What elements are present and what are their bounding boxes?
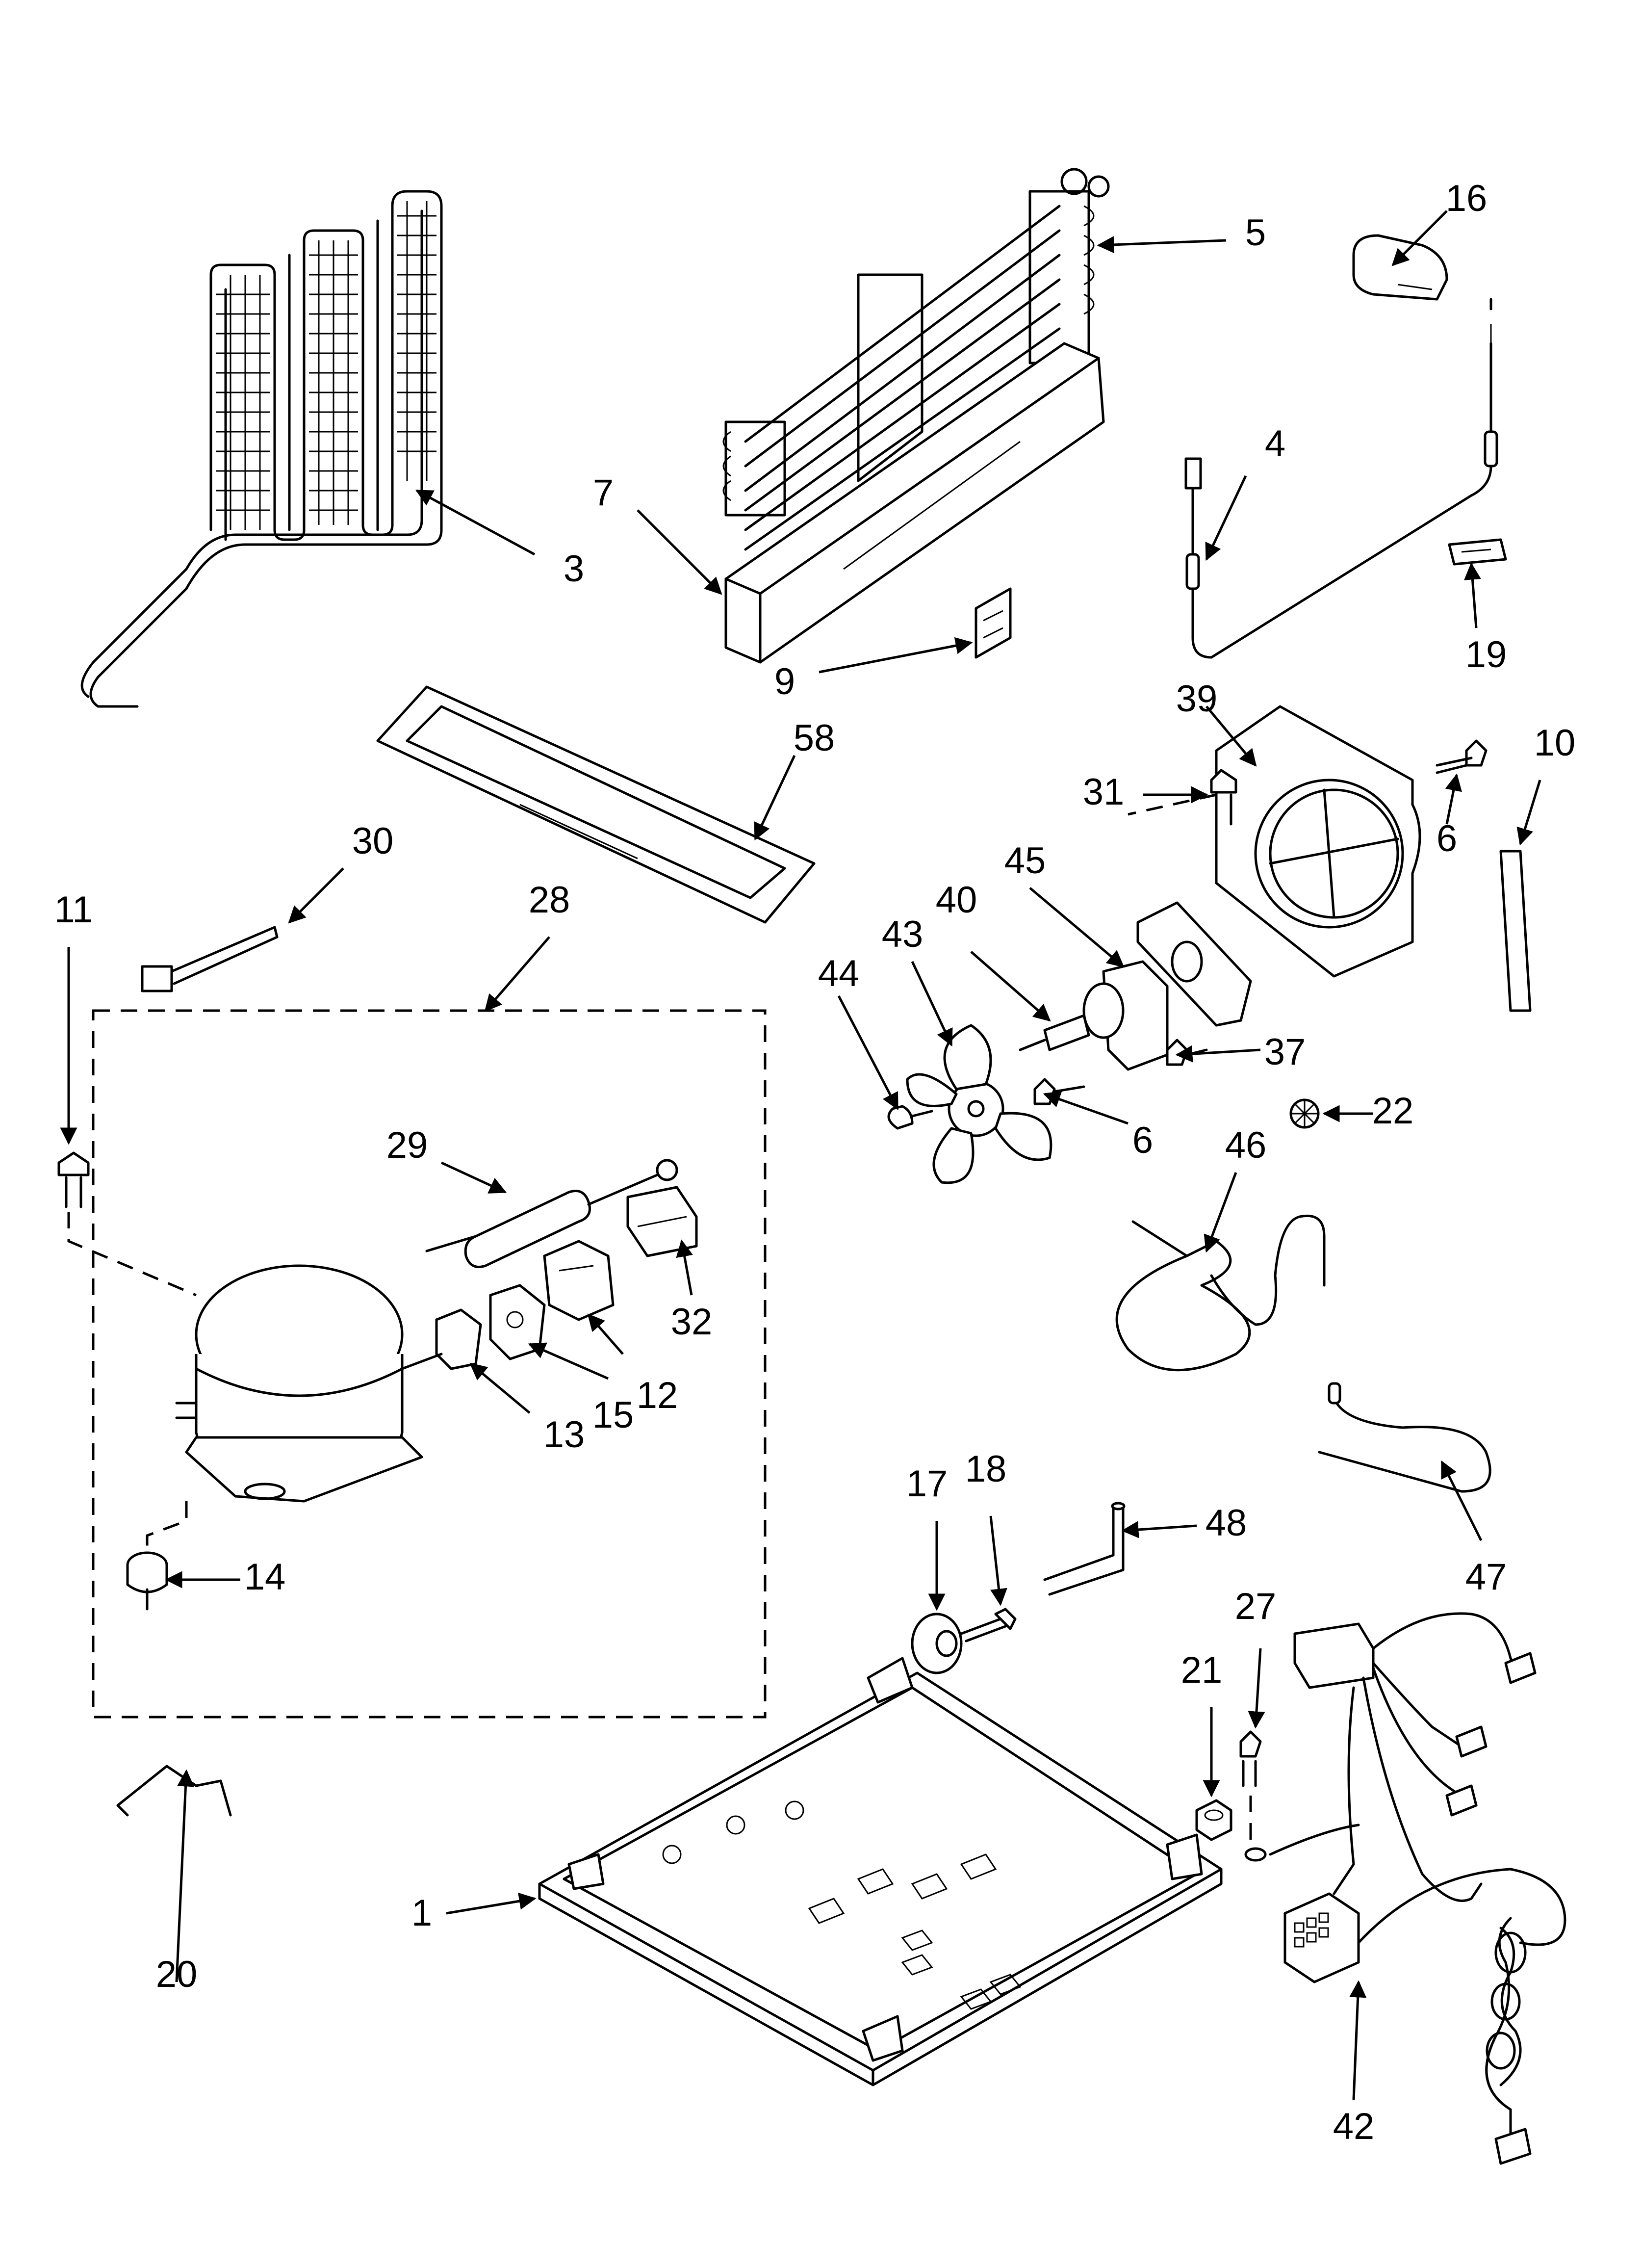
- grommet: [126, 1501, 188, 1611]
- callout-3: 3: [564, 548, 584, 590]
- callout-22: 22: [1372, 1090, 1414, 1132]
- compressor-assembly-box: [92, 1009, 767, 1719]
- callout-17: 17: [906, 1463, 948, 1505]
- callout-44: 44: [818, 953, 860, 994]
- callout-30: 30: [352, 820, 394, 862]
- screw-11: [57, 1151, 197, 1297]
- callout-19: 19: [1465, 634, 1507, 676]
- callout-7: 7: [593, 472, 614, 514]
- fan-grommet: [1289, 1098, 1320, 1129]
- fan-shroud: [1128, 705, 1421, 978]
- callout-1: 1: [411, 1892, 432, 1934]
- base-frame: [538, 1657, 1223, 2086]
- callout-14: 14: [244, 1556, 286, 1598]
- wire-harness: [1269, 1612, 1566, 2165]
- callout-43: 43: [882, 913, 924, 955]
- callout-20: 20: [156, 1954, 198, 1995]
- motor-mount-plate: [1136, 901, 1252, 1027]
- screw-31: [1210, 769, 1237, 826]
- terminal-cover: [435, 1308, 482, 1370]
- callout-10: 10: [1534, 722, 1576, 764]
- callout-4: 4: [1265, 423, 1285, 465]
- callout-labels: 3 4 5 7 9 16 19 58 39 31 6 10 45 40 43 4…: [54, 178, 1576, 2147]
- callout-32: 32: [671, 1301, 713, 1343]
- mounting-clip: [116, 1765, 232, 1817]
- callout-21: 21: [1181, 1649, 1223, 1691]
- callout-13: 13: [543, 1414, 585, 1456]
- fan-blade: [906, 1024, 1052, 1184]
- fan-retainer: [887, 1105, 933, 1130]
- overload-relay: [626, 1186, 698, 1257]
- callout-39: 39: [1176, 678, 1218, 720]
- tube-elbow: [1043, 1502, 1126, 1596]
- thermistor-cap: [1352, 234, 1448, 301]
- callout-6-top: 6: [1437, 818, 1457, 860]
- cable-tie: [141, 926, 279, 992]
- callout-31: 31: [1083, 771, 1125, 813]
- callout-5: 5: [1245, 212, 1266, 254]
- callout-46: 46: [1225, 1124, 1267, 1166]
- screw-6-top: [1436, 739, 1488, 774]
- callout-11: 11: [54, 889, 93, 931]
- roller: [911, 1613, 963, 1674]
- drain-pan: [376, 685, 816, 924]
- evaporator-drain-tray: [724, 342, 1105, 664]
- callout-16: 16: [1446, 178, 1488, 219]
- evaporator-clip: [975, 587, 1012, 659]
- callout-12: 12: [637, 1375, 678, 1416]
- callout-42: 42: [1333, 2106, 1375, 2147]
- leveling-nut: [1195, 1799, 1232, 1841]
- callout-58: 58: [794, 717, 835, 759]
- evaporator: [722, 168, 1110, 551]
- callout-40: 40: [936, 879, 977, 921]
- wire-clip: [1448, 538, 1507, 566]
- fan-motor: [1019, 960, 1169, 1071]
- callout-48: 48: [1206, 1502, 1247, 1544]
- callout-6-lower: 6: [1132, 1120, 1153, 1161]
- leader-lines: [60, 210, 1541, 2100]
- filter-drier: [425, 1159, 678, 1268]
- callout-45: 45: [1004, 840, 1046, 882]
- capillary-tube: [1318, 1382, 1491, 1493]
- callout-28: 28: [529, 879, 570, 921]
- start-relay: [543, 1240, 615, 1321]
- roller-bolt: [960, 1608, 1017, 1642]
- callout-37: 37: [1264, 1031, 1306, 1073]
- condenser-tube: [1115, 1214, 1326, 1372]
- screw-27: [1239, 1730, 1267, 1862]
- callout-9: 9: [774, 661, 795, 703]
- callout-18: 18: [965, 1448, 1007, 1490]
- thermistor-wire: [1184, 298, 1498, 659]
- compressor: [175, 1264, 443, 1503]
- callout-47: 47: [1465, 1556, 1507, 1598]
- callout-29: 29: [386, 1124, 428, 1166]
- foam-strip: [1499, 850, 1532, 1012]
- condenser-coil: [80, 190, 443, 708]
- callout-27: 27: [1235, 1586, 1277, 1627]
- callout-15: 15: [592, 1394, 634, 1436]
